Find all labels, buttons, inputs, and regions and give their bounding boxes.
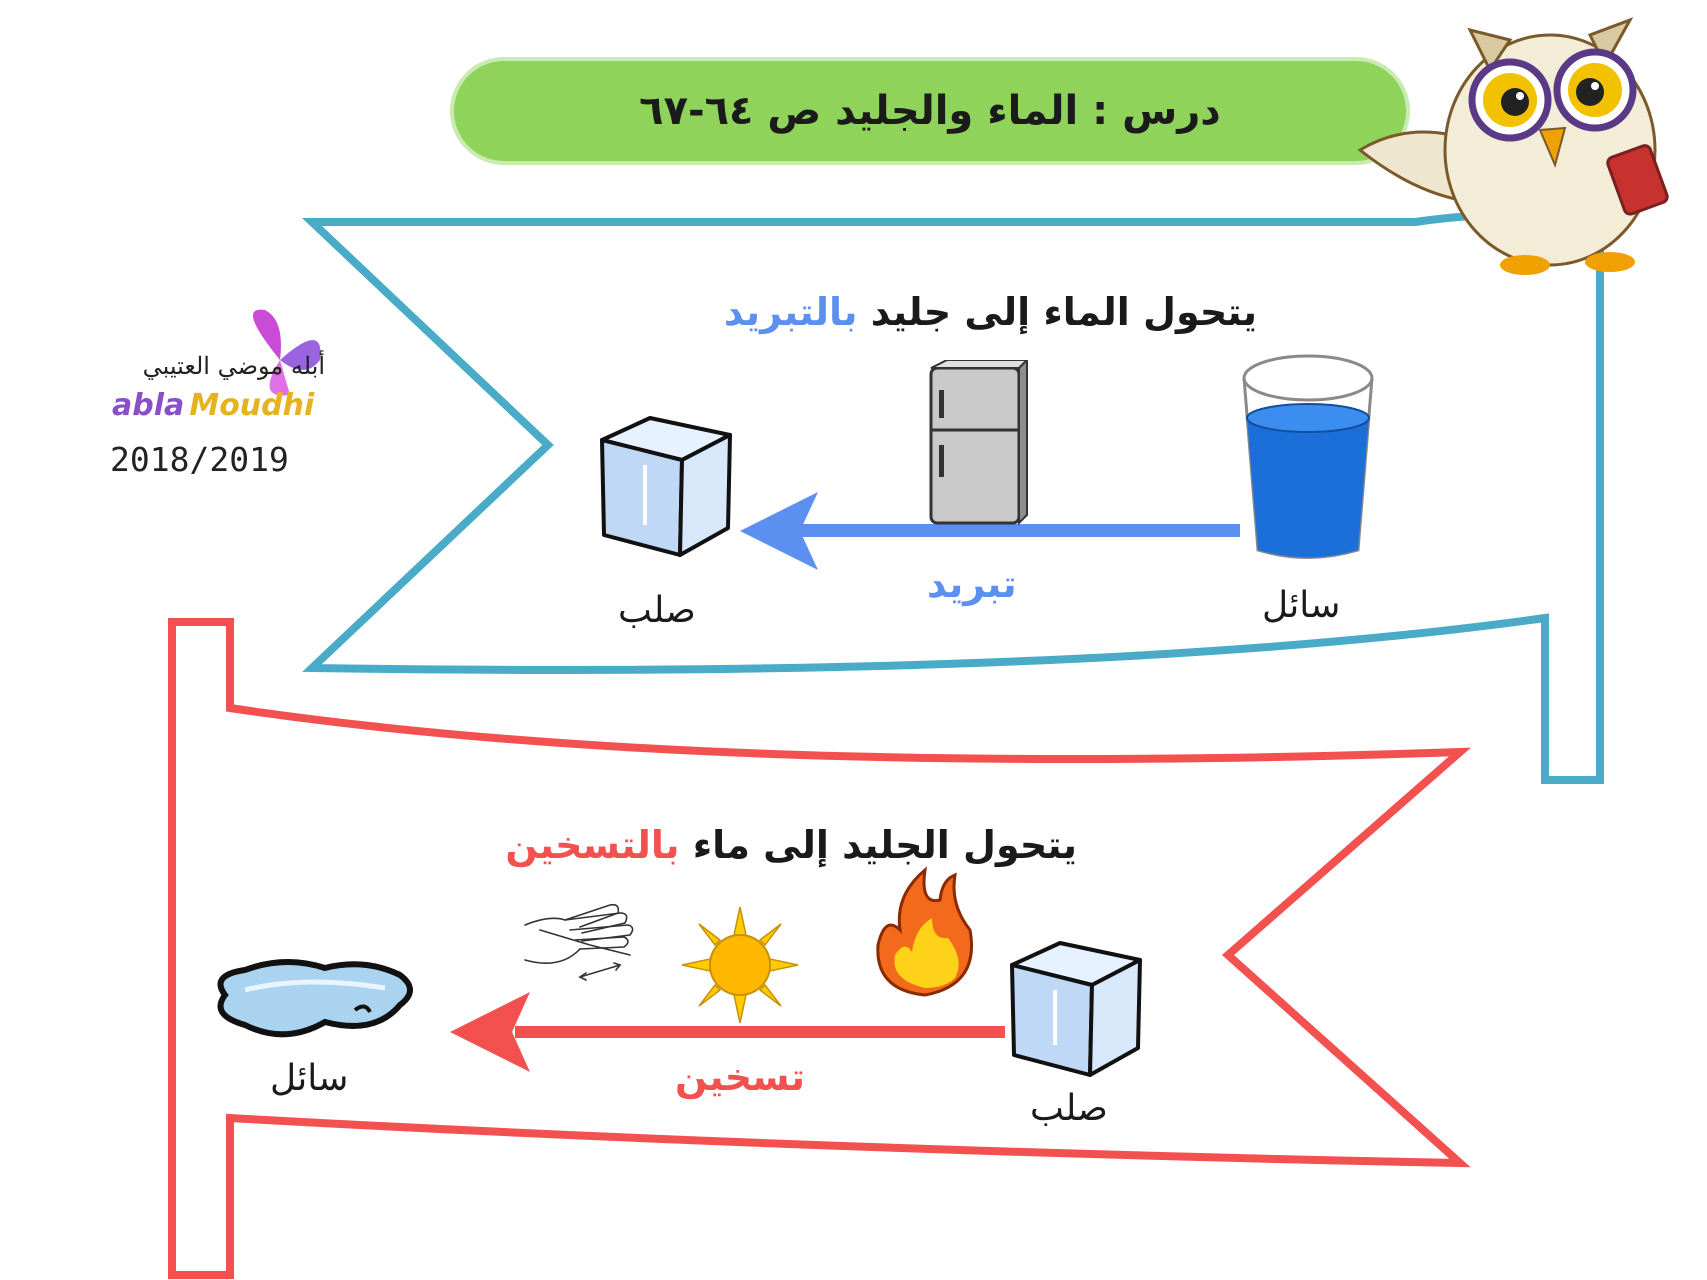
logo-latin-part1: abla bbox=[112, 388, 185, 423]
cooling-heading-highlight: بالتبريد bbox=[723, 290, 858, 334]
glass-of-water-icon bbox=[1242, 354, 1374, 559]
refrigerator-icon bbox=[929, 360, 1028, 526]
cooling-heading: يتحول الماء إلى جليد بالتبريد bbox=[724, 290, 1257, 334]
cooling-process-label: تبريد bbox=[927, 562, 1017, 606]
fire-icon bbox=[876, 866, 973, 997]
owl-icon bbox=[1357, 17, 1669, 275]
heating-banner-outline bbox=[168, 618, 1472, 1279]
logo: أبله موضي العتيبي abla Moudhi 2018/2019 bbox=[110, 300, 330, 480]
heating-heading: يتحول الجليد إلى ماء بالتسخين bbox=[505, 823, 1077, 867]
heating-ice-cube-icon bbox=[1010, 941, 1142, 1077]
heating-process-label: تسخين bbox=[675, 1055, 806, 1099]
cooling-arrow bbox=[740, 492, 1240, 570]
ice-cube-icon bbox=[600, 416, 732, 557]
butterfly-icon bbox=[253, 309, 321, 396]
heating-arrow bbox=[450, 992, 1005, 1072]
title-banner: درس : الماء والجليد ص ٦٤-٦٧ bbox=[450, 57, 1410, 165]
logo-latin-name: abla Moudhi bbox=[112, 388, 314, 423]
page-title: درس : الماء والجليد ص ٦٤-٦٧ bbox=[639, 88, 1221, 134]
cooling-heading-main: يتحول الماء إلى جليد bbox=[870, 290, 1257, 334]
cooling-end-label: صلب bbox=[618, 590, 696, 631]
water-puddle-icon bbox=[217, 959, 413, 1038]
heating-heading-main: يتحول الجليد إلى ماء bbox=[692, 823, 1077, 867]
heating-end-label: سائل bbox=[270, 1058, 349, 1099]
cooling-start-label: سائل bbox=[1262, 585, 1341, 626]
rubbing-hands-icon bbox=[524, 903, 634, 981]
heating-start-label: صلب bbox=[1030, 1088, 1108, 1129]
logo-year: 2018/2019 bbox=[110, 440, 289, 479]
logo-arabic-name: أبله موضي العتيبي bbox=[142, 352, 325, 380]
logo-latin-part2: Moudhi bbox=[189, 388, 315, 423]
sun-icon bbox=[681, 906, 799, 1024]
heating-heading-highlight: بالتسخين bbox=[505, 823, 680, 867]
